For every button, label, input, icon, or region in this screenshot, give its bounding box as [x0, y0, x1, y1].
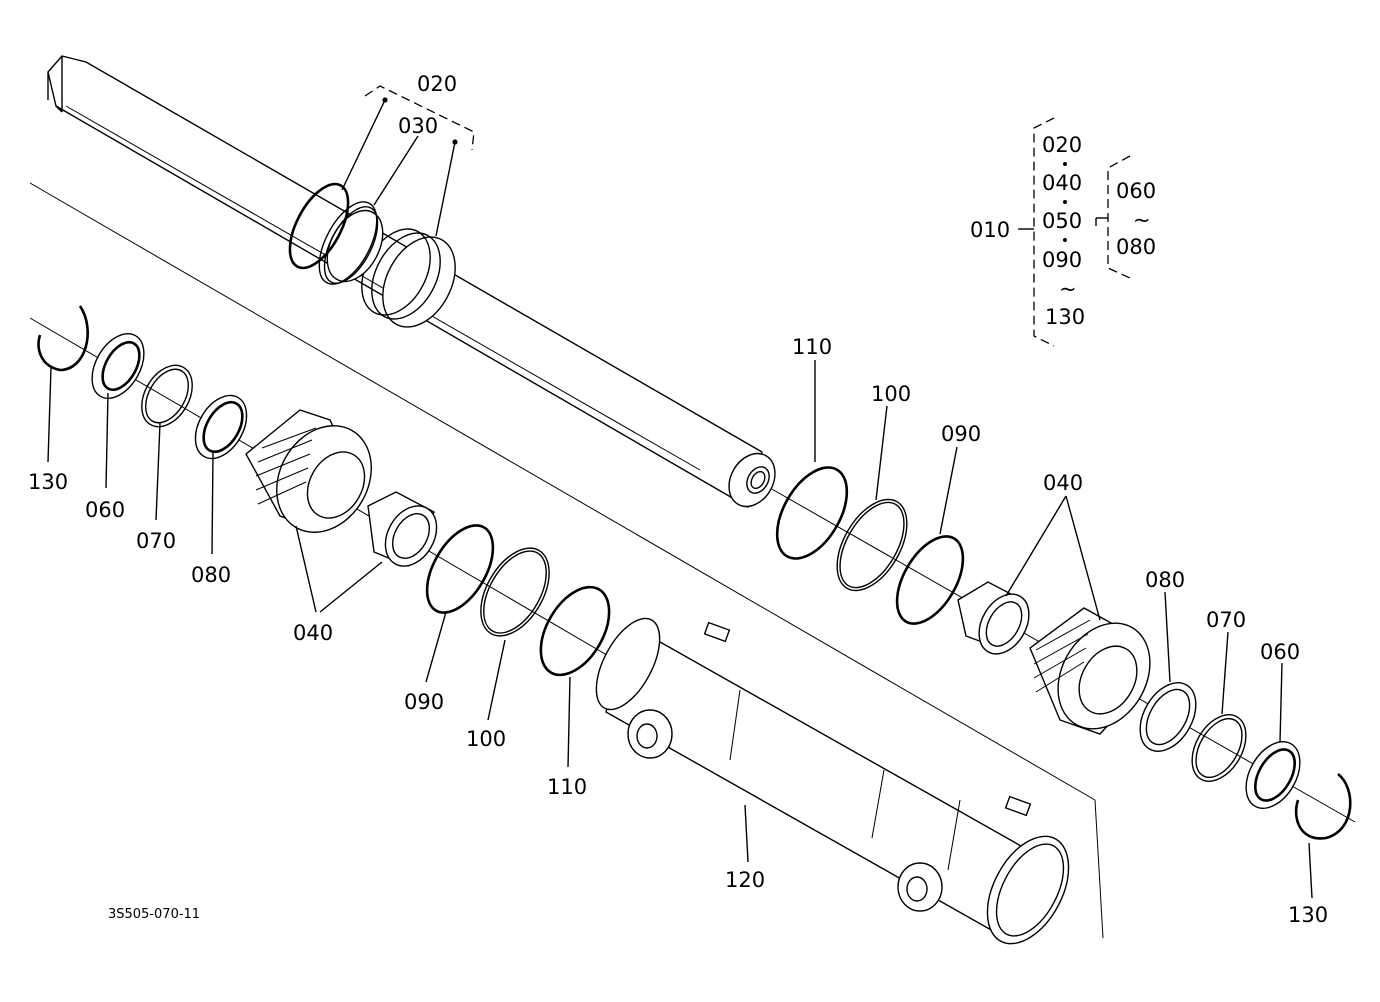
- legend-assembly-no: 010: [970, 218, 1010, 242]
- right-label-080: 080: [1145, 568, 1185, 592]
- legend-range-end: 080: [1116, 235, 1156, 259]
- right-callouts: 110 100 090 040 080 070 060 130: [792, 335, 1328, 927]
- left-callouts: 130 060 070 080 040 090 100 110: [28, 366, 587, 799]
- right-label-070: 070: [1206, 608, 1246, 632]
- legend-part-1: 020: [1042, 133, 1082, 157]
- left-label-110: 110: [547, 775, 587, 799]
- left-label-040: 040: [293, 621, 333, 645]
- legend-part-2: 040: [1042, 171, 1082, 195]
- right-label-060: 060: [1260, 640, 1300, 664]
- legend-part-5: 130: [1045, 305, 1085, 329]
- legend-tilde-1: ~: [1059, 277, 1077, 301]
- right-label-100: 100: [871, 382, 911, 406]
- cylinder-tube: [595, 617, 1070, 945]
- right-seal-group: [775, 466, 1352, 840]
- right-label-040: 040: [1043, 471, 1083, 495]
- left-label-130: 130: [28, 470, 68, 494]
- tube-callout: 120: [725, 804, 765, 892]
- axis-lines: [29, 182, 1356, 939]
- left-label-060: 060: [85, 498, 125, 522]
- left-label-080: 080: [191, 563, 231, 587]
- drawing-code: 3S505-070-11: [108, 907, 200, 922]
- legend-range-start: 060: [1116, 179, 1156, 203]
- rod-callouts: 020 030: [341, 72, 475, 237]
- right-label-090: 090: [941, 422, 981, 446]
- legend-part-4: 090: [1042, 248, 1082, 272]
- left-label-070: 070: [136, 529, 176, 553]
- legend-tilde-2: ~: [1133, 208, 1151, 232]
- left-seal-group: [37, 305, 611, 677]
- right-label-110: 110: [792, 335, 832, 359]
- tube-label-120: 120: [725, 868, 765, 892]
- right-label-130: 130: [1288, 903, 1328, 927]
- rod-label-020: 020: [417, 72, 457, 96]
- piston-rod: [47, 55, 776, 509]
- left-label-100: 100: [466, 727, 506, 751]
- left-label-090: 090: [404, 690, 444, 714]
- assembly-legend: 010 020 040 050 090 ~ 130 060 ~ 080: [970, 117, 1156, 347]
- legend-part-3: 050: [1042, 209, 1082, 233]
- rod-label-030: 030: [398, 114, 438, 138]
- rod-rings: [288, 182, 379, 285]
